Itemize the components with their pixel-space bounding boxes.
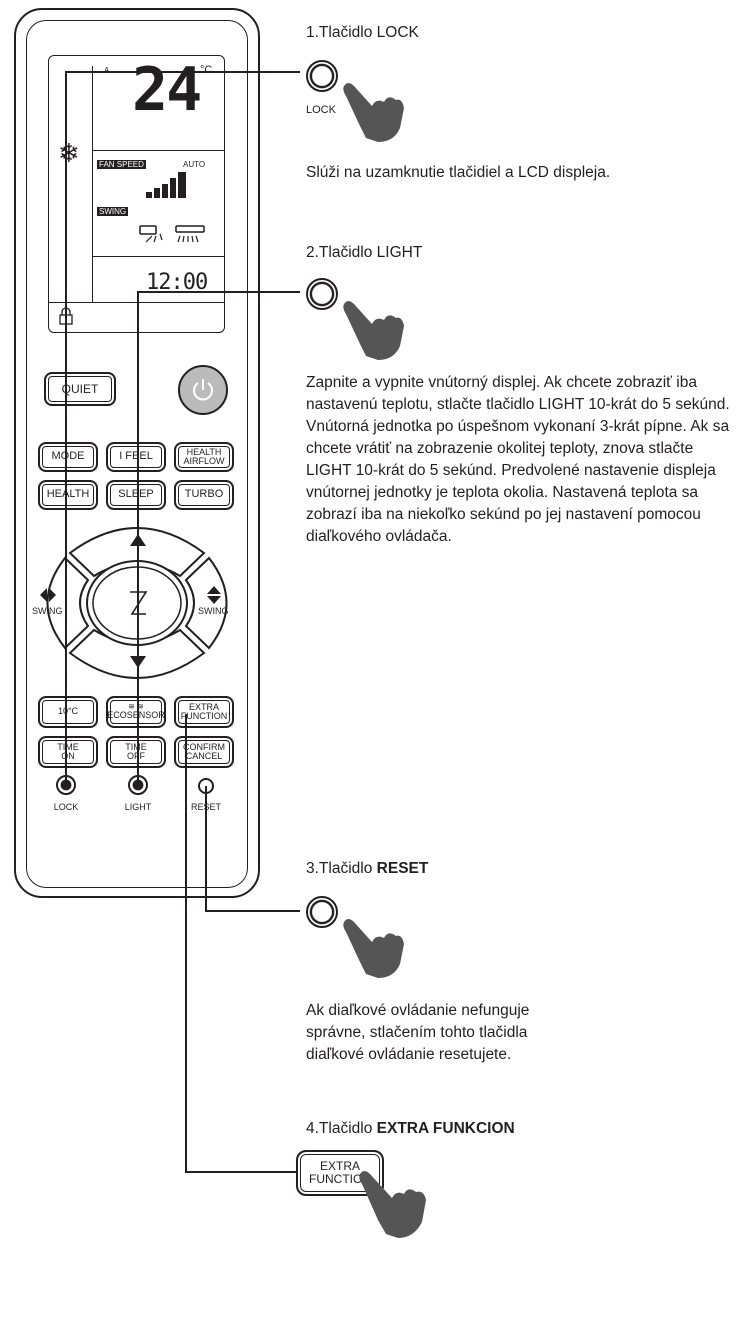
mode-button[interactable]: MODE <box>38 442 98 472</box>
lock-section-title: 1.Tlačidlo LOCK <box>306 24 419 41</box>
ten-degree-button[interactable]: 10°C <box>38 696 98 728</box>
time-on-button[interactable]: TIME ON <box>38 736 98 768</box>
swing-vertical-icon <box>207 586 221 604</box>
lcd-divider-1 <box>92 150 225 151</box>
hand-pointer-icon <box>359 1171 426 1238</box>
extra-title-bold: EXTRA FUNKCION <box>376 1120 515 1137</box>
extra-callout-label-1: EXTRA <box>319 1159 360 1174</box>
health-button[interactable]: HEALTH <box>38 480 98 510</box>
time-on-label-2: ON <box>61 751 75 761</box>
remote-control-body <box>14 8 260 898</box>
lcd-fan-speed-mode: AUTO <box>183 160 206 169</box>
lcd-auto-indicator: A <box>104 66 110 75</box>
swing-right-label: SWING <box>198 606 229 616</box>
lcd-divider-2 <box>92 256 225 257</box>
reset-callout-button-icon <box>306 896 338 928</box>
reset-section-title: 3.Tlačidlo RESET <box>306 858 428 880</box>
ifeel-button[interactable]: I FEEL <box>106 442 166 472</box>
health-airflow-label-1: HEALTH <box>186 446 222 457</box>
remote-control-inner-outline <box>26 20 248 888</box>
hand-pointer-icon <box>343 919 404 978</box>
light-section-title: 2.Tlačidlo LIGHT <box>306 244 423 261</box>
lcd-divider-3 <box>48 302 225 303</box>
hand-pointer-icon <box>343 301 404 360</box>
lcd-divider-vertical <box>92 66 93 302</box>
ecosensor-label: ECOSENSOR <box>107 710 165 721</box>
extra-function-button[interactable]: EXTRA FUNCTION <box>174 696 234 728</box>
time-off-label-2: OFF <box>127 751 145 761</box>
time-on-label-1: TIME <box>57 741 79 752</box>
time-off-button[interactable]: TIME OFF <box>106 736 166 768</box>
extra-section-title: 4.Tlačidlo EXTRA FUNKCION <box>306 1118 515 1140</box>
snowflake-icon: ❄ <box>58 138 80 168</box>
extra-function-label-1: EXTRA <box>188 701 219 712</box>
cancel-label: CANCEL <box>185 751 223 761</box>
lcd-clock: 12:00 <box>146 270 208 295</box>
lock-callout-button-icon <box>306 60 338 92</box>
ecosensor-wave-icon: ≋ ≋ <box>128 702 144 712</box>
light-button-label: LIGHT <box>124 802 152 812</box>
sleep-button[interactable]: SLEEP <box>106 480 166 510</box>
swing-left-label: SWING <box>32 606 63 616</box>
health-airflow-button[interactable]: HEALTH AIRFLOW <box>174 442 234 472</box>
fan-speed-bars-icon <box>146 172 186 198</box>
confirm-label: CONFIRM <box>183 741 225 752</box>
turbo-button[interactable]: TURBO <box>174 480 234 510</box>
quiet-button[interactable]: QUIET <box>44 372 116 406</box>
horizontal-swing-icon <box>175 225 205 243</box>
reset-title-prefix: 3.Tlačidlo <box>306 860 377 877</box>
lock-section-description: Slúži na uzamknutie tlačidiel a LCD disp… <box>306 164 611 181</box>
extra-callout-button: EXTRA FUNCTION <box>296 1150 384 1196</box>
health-airflow-label-2: AIRFLOW <box>183 456 225 466</box>
reset-section-description: Ak diaľkové ovládanie nefunguje správne,… <box>306 1002 530 1063</box>
lock-button-label: LOCK <box>53 802 79 812</box>
light-section-description: Zapnite a vypnite vnútorný displej. Ak c… <box>306 374 730 545</box>
lcd-temperature: 24 <box>132 55 202 125</box>
swing-right-button[interactable]: SWING <box>198 586 232 630</box>
swing-left-button[interactable]: SWING <box>32 586 64 630</box>
hand-pointer-icon <box>343 83 404 142</box>
time-off-label-1: TIME <box>125 741 147 752</box>
lcd-display <box>48 55 225 333</box>
lock-callout-caption: LOCK <box>306 104 336 116</box>
vertical-swing-icon <box>139 225 163 243</box>
power-icon <box>193 379 213 401</box>
ecosensor-button[interactable]: ≋ ≋ ECOSENSOR <box>106 696 166 728</box>
lcd-swing-label: SWING <box>97 207 129 216</box>
extra-function-label-2: FUNCTION <box>180 711 228 721</box>
reset-title-bold: RESET <box>376 860 429 877</box>
lcd-fan-speed-label: FAN SPEED <box>97 160 146 169</box>
extra-title-prefix: 4.Tlačidlo <box>306 1120 377 1137</box>
light-callout-button-icon <box>306 278 338 310</box>
extra-callout-label-2: FUNCTION <box>309 1172 371 1186</box>
swing-horizontal-icon <box>40 588 56 602</box>
confirm-cancel-button[interactable]: CONFIRM CANCEL <box>174 736 234 768</box>
